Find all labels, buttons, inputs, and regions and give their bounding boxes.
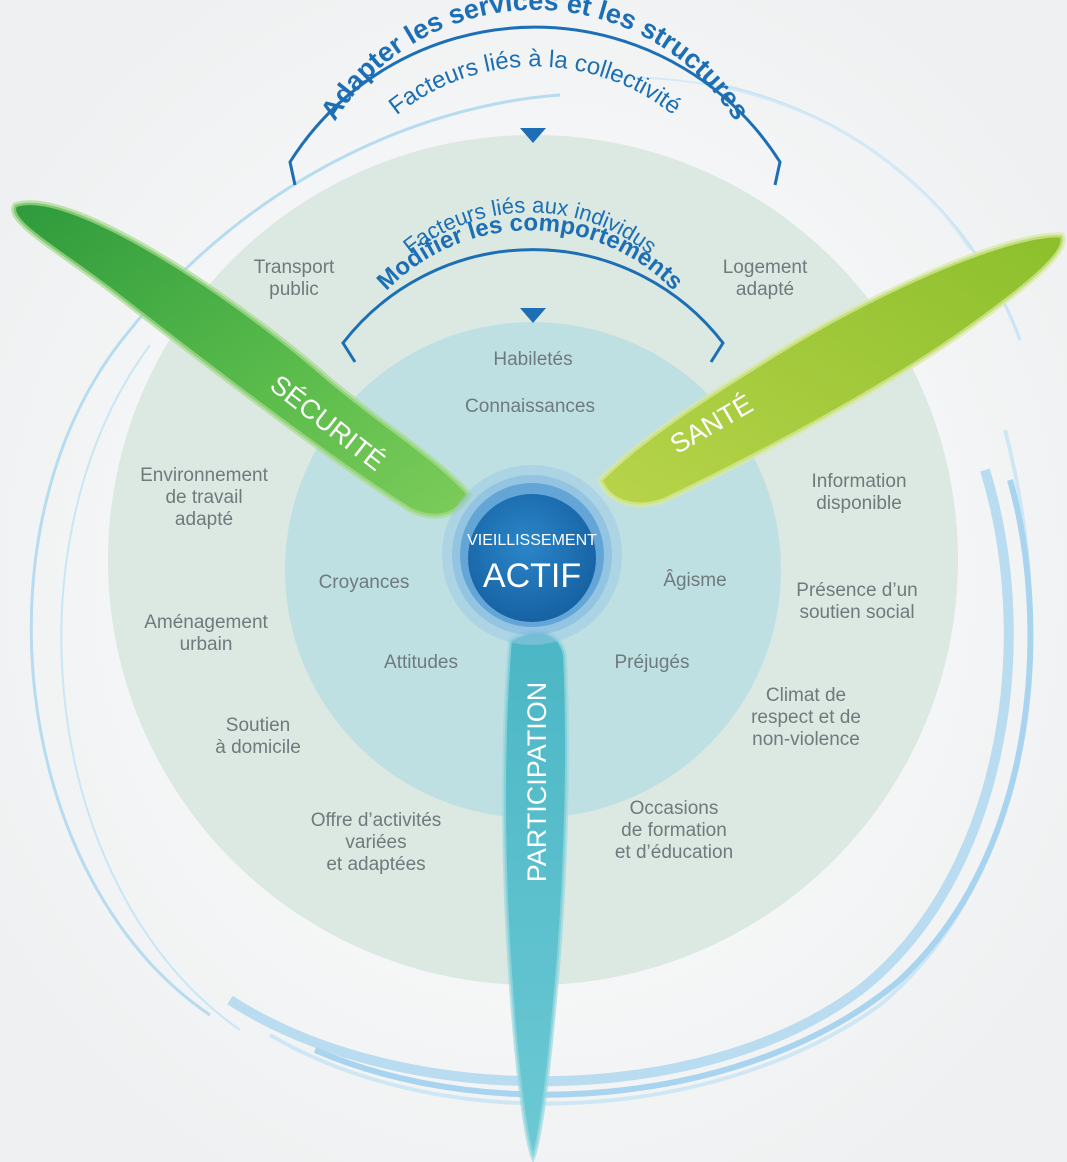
hub-line1: VIEILLISSEMENT [467,532,597,549]
inner-factor-attitudes: Attitudes [384,652,458,673]
blade-bottom: PARTICIPATION [502,629,569,1162]
inner-factor-croyances: Croyances [318,572,410,593]
inner-factor-prejuges: Préjugés [614,652,690,673]
inner-ring-bracket [341,248,725,363]
hub: VIEILLISSEMENT ACTIF [442,465,622,645]
outer-ring-marker [520,128,546,143]
swirl-rings [29,76,1034,1106]
inner-factor-agisme: Âgisme [663,570,727,591]
inner-factor-connaissances: Connaissances [465,396,595,417]
hub-line2: ACTIF [483,557,581,595]
inner-factor-habiletes: Habiletés [493,349,573,370]
outer-ring-bracket [288,25,782,186]
blade-bottom-label: PARTICIPATION [522,682,552,883]
inner-ring-marker [520,308,546,323]
